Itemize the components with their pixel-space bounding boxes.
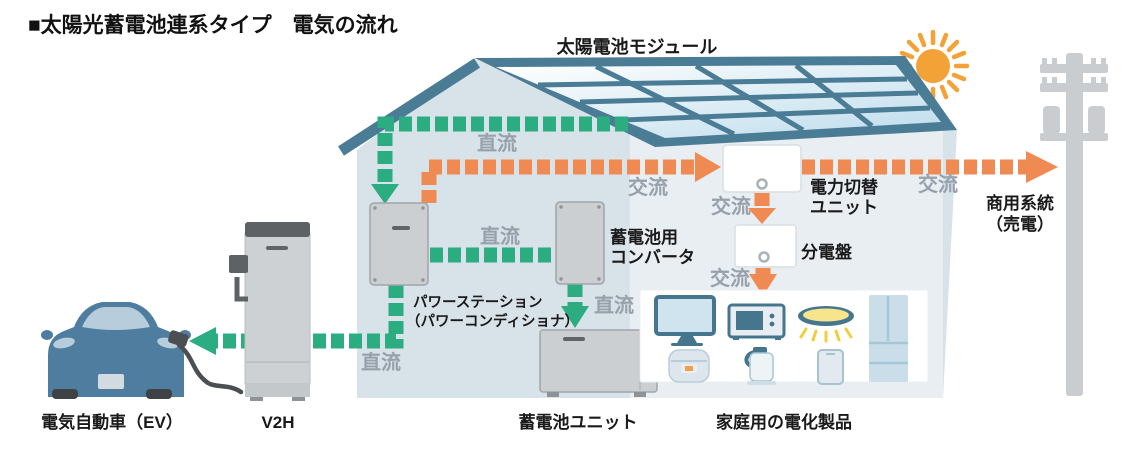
ev-label: 電気自動車（EV） bbox=[41, 412, 183, 432]
tv-icon bbox=[654, 295, 716, 346]
car-wheel bbox=[52, 389, 78, 399]
ac-flow-distribution-to-appliances bbox=[749, 268, 777, 296]
gable-rake bbox=[338, 58, 480, 156]
home-appliances-panel bbox=[639, 289, 929, 385]
car-body bbox=[48, 302, 184, 397]
charging-plug-icon bbox=[168, 330, 189, 347]
distribution-board-icon bbox=[734, 224, 797, 268]
ac-flow-label: 交流 bbox=[710, 266, 750, 290]
dc-flow-label: 直流 bbox=[480, 224, 520, 248]
dc-flow-label: 直流 bbox=[477, 131, 517, 155]
dc-flow-converter-to-battery bbox=[561, 284, 589, 328]
arrowhead-right bbox=[695, 152, 721, 182]
utility-pole-icon bbox=[1040, 53, 1108, 396]
arrowhead-right bbox=[1026, 151, 1058, 183]
arrowhead-down bbox=[561, 306, 589, 328]
dc-flow-label: 直流 bbox=[361, 350, 401, 374]
arrowhead-down bbox=[748, 208, 776, 224]
power-switch-unit-label-line2: ユニット bbox=[810, 198, 878, 217]
battery-converter-icon bbox=[555, 201, 605, 285]
refrigerator-icon bbox=[869, 295, 908, 382]
arrowhead-down bbox=[749, 274, 777, 296]
car-mirror bbox=[41, 330, 53, 340]
v2h-label: V2H bbox=[261, 413, 294, 432]
ac-flow-switch-to-grid bbox=[802, 151, 1058, 183]
battery-converter-label-line1: 蓄電池用 bbox=[610, 227, 678, 247]
solar-module-label: 太陽電池モジュール bbox=[557, 36, 718, 57]
rice-cooker-icon bbox=[668, 349, 710, 383]
page-title: ■太陽光蓄電池連系タイプ 電気の流れ bbox=[28, 13, 398, 37]
ac-flow-label: 交流 bbox=[628, 175, 668, 199]
arrowhead-down bbox=[371, 184, 399, 204]
dc-flow-solar-to-powerstation bbox=[371, 116, 628, 204]
dc-flow-powerstation-to-ev bbox=[189, 285, 404, 355]
microwave-icon bbox=[727, 303, 786, 340]
power-station-icon bbox=[369, 202, 429, 286]
ac-flow-label: 交流 bbox=[711, 194, 751, 218]
commercial-grid-label-line1: 商用系統 bbox=[986, 193, 1054, 213]
ac-flow-powerstation-to-switch bbox=[421, 152, 721, 203]
electric-kettle-icon bbox=[744, 347, 776, 385]
power-station-label-line1: パワーステーション bbox=[413, 294, 542, 311]
battery-unit-icon bbox=[539, 329, 658, 397]
solar-panel-icon bbox=[496, 63, 941, 138]
ac-flow-label: 交流 bbox=[918, 172, 958, 196]
battery-unit-label: 蓄電池ユニット bbox=[519, 412, 638, 432]
car-wheel bbox=[146, 389, 172, 399]
commercial-grid-label-line2: （売電） bbox=[986, 214, 1054, 234]
v2h-unit-icon bbox=[229, 222, 311, 401]
home-appliances-label: 家庭用の電化製品 bbox=[716, 412, 852, 432]
power-switch-unit-icon bbox=[722, 144, 802, 193]
distribution-board-label: 分電盤 bbox=[801, 242, 853, 262]
smartphone-icon bbox=[817, 349, 844, 385]
power-station-label-line2: （パワーコンディショナ） bbox=[406, 312, 579, 330]
ceiling-light-icon bbox=[798, 306, 854, 343]
car-headlight bbox=[53, 337, 75, 349]
license-plate bbox=[98, 374, 124, 389]
power-switch-unit-label-line1: 電力切替 bbox=[810, 177, 879, 197]
arrowhead-left bbox=[189, 327, 216, 355]
battery-converter-label-line2: コンバータ bbox=[610, 248, 695, 267]
ev-car-icon bbox=[41, 302, 191, 399]
car-windshield bbox=[82, 307, 150, 330]
charging-cable bbox=[176, 342, 244, 395]
dc-flow-label: 直流 bbox=[594, 293, 634, 317]
ac-flow-switch-to-distribution bbox=[748, 193, 776, 224]
